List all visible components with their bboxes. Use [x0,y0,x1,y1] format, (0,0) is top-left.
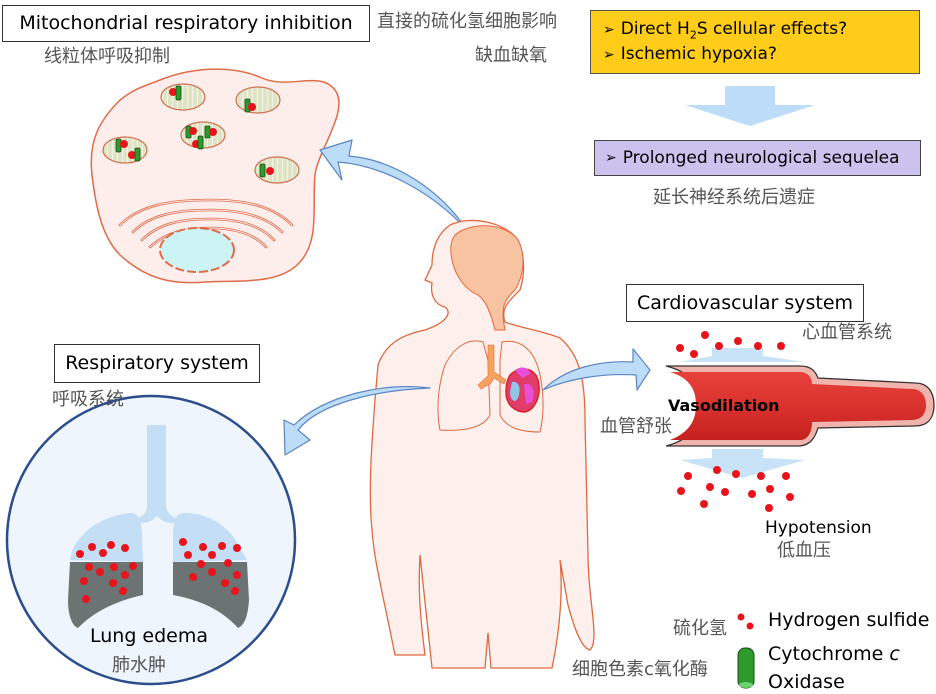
heart [505,367,540,413]
cardiovascular-title-box: Cardiovascular system [626,284,864,322]
mitochondrion [235,86,281,114]
arrow-bullet-icon: ➢ [603,22,615,38]
legend-cox-label-line1: Cytochrome c [768,643,900,665]
legend-cox-icon [737,647,755,689]
arrow-lungs-to-respiratory [283,385,431,456]
nucleus [159,227,235,273]
direct-effects-box: ➢Direct H2S cellular effects? ➢Ischemic … [590,10,920,74]
mitochondrial-title: Mitochondrial respiratory inhibition [19,12,353,34]
vasodilation-label-cn: 血管舒张 [600,416,672,437]
h2s-dots-above-vessel [676,331,785,358]
mitochondrion [180,121,226,150]
legend-cox-cn: 细胞色素c氧化酶 [572,659,708,680]
direct-effects-item: ➢Ischemic hypoxia? [603,44,777,64]
lung-edema-label-cn: 肺水肿 [112,655,166,676]
legend-h2s-icon [737,613,754,630]
trachea [477,344,507,390]
hypotension-label-cn: 低血压 [777,540,831,561]
neurological-text: Prolonged neurological sequelea [622,148,900,168]
torso [369,219,595,669]
cardiovascular-title: Cardiovascular system [636,291,854,314]
arrow-brain-to-cell [319,139,468,231]
legend-h2s-cn: 硫化氢 [673,618,727,639]
cardiovascular-title-cn: 心血管系统 [802,322,892,343]
neurological-box: ➢ Prolonged neurological sequelea [594,140,921,176]
legend-h2s-label: Hydrogen sulfide [768,609,930,631]
direct-effects-item: ➢Direct H2S cellular effects? [603,19,848,42]
mitochondrion [102,136,148,164]
vasodilation-label: Vasodilation [668,396,780,415]
legend-cox-label-line2: Oxidase [768,671,845,693]
lung-edema-label: Lung edema [90,625,209,647]
hypotension-label: Hypotension [765,518,872,538]
mitochondrial-title-box: Mitochondrial respiratory inhibition [2,5,370,42]
h2s-dots-below-vessel [677,466,794,512]
direct-effects-cn-2: 缺血缺氧 [475,45,547,66]
mitochondrion [160,83,206,111]
respiratory-title-cn: 呼吸系统 [52,389,124,410]
neurological-text-cn: 延长神经系统后遗症 [653,187,815,208]
brain [450,225,524,331]
arrow-down [685,86,815,126]
arrow-bullet-icon: ➢ [603,47,615,63]
endoplasmic-reticulum [118,198,294,249]
mitochondrion [254,156,300,184]
human-body [369,219,595,669]
mitochondrial-title-cn: 线粒体呼吸抑制 [44,46,170,67]
arrow-heart-to-cardiovascular [542,348,651,391]
respiratory-title-box: Respiratory system [54,344,260,383]
h2s-dots-lungs [76,538,241,603]
respiratory-title: Respiratory system [65,352,249,374]
lungs-illustration [5,394,297,686]
arrow-bullet-icon: ➢ [605,150,617,166]
cell-illustration [90,68,340,284]
lung-right-outline [499,340,544,433]
blood-vessel [665,331,935,512]
lung-left-outline [437,340,491,431]
direct-effects-cn-1: 直接的硫化氢细胞影响 [377,11,557,32]
